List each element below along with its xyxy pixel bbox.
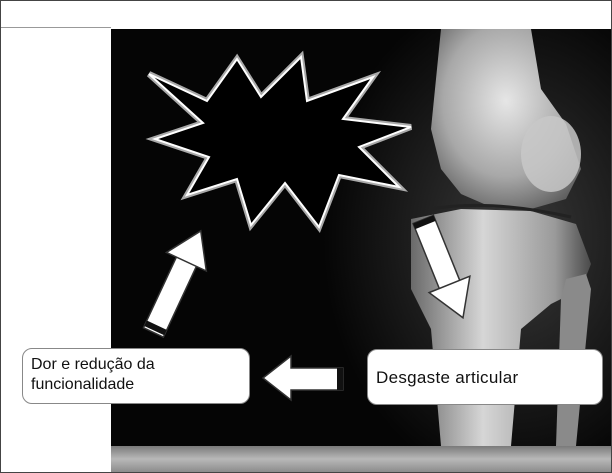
wear-label-box: Desgaste articular bbox=[367, 349, 603, 405]
pain-label-box: Dor e redução da funcionalidade bbox=[22, 348, 250, 404]
pain-label-text: Dor e redução da funcionalidade bbox=[31, 356, 155, 393]
wear-label-text: Desgaste articular bbox=[376, 368, 518, 387]
